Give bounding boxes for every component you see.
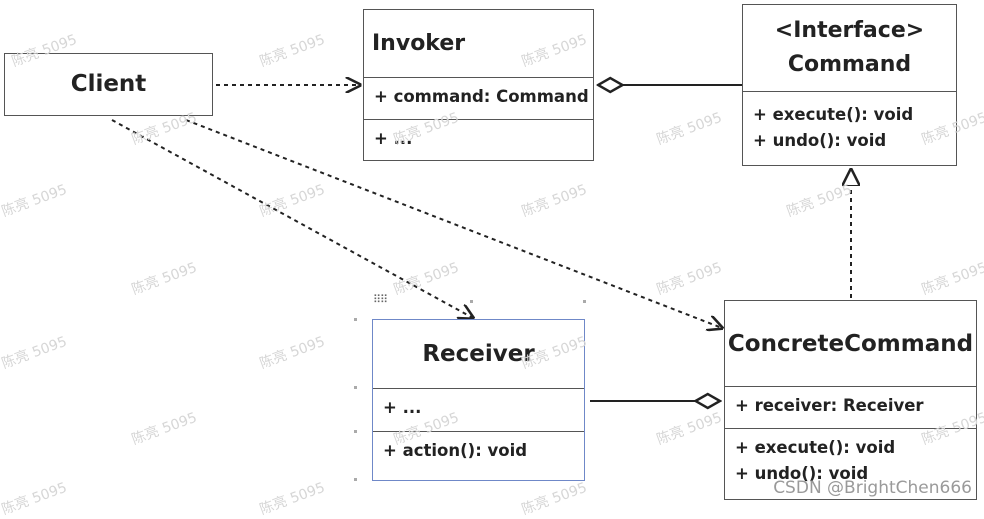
methods-section: + execute(): void + undo(): void xyxy=(743,91,956,160)
attribute: + receiver: Receiver xyxy=(735,396,924,415)
class-client[interactable]: Client xyxy=(4,53,213,116)
class-concrete-command[interactable]: ConcreteCommand + receiver: Receiver + e… xyxy=(724,300,977,500)
selection-handle[interactable] xyxy=(354,430,357,433)
methods-section: + action(): void xyxy=(373,431,584,470)
class-name: Client xyxy=(70,71,147,97)
selection-handle[interactable] xyxy=(470,300,473,303)
class-name: ConcreteCommand xyxy=(727,330,974,357)
class-receiver[interactable]: Receiver + ... + action(): void xyxy=(372,319,585,481)
method: + ... xyxy=(374,129,413,148)
class-command[interactable]: <Interface> Command + execute(): void + … xyxy=(742,4,957,166)
stereotype: <Interface> xyxy=(774,18,925,43)
selection-handle[interactable] xyxy=(354,478,357,481)
selection-handle[interactable] xyxy=(583,300,586,303)
class-header: <Interface> Command xyxy=(743,5,956,91)
attribute: + ... xyxy=(383,398,422,417)
method: + execute(): void xyxy=(735,438,896,457)
attribute: + command: Command xyxy=(374,87,589,106)
methods-section: + execute(): void + undo(): void xyxy=(725,428,976,493)
methods-section: + ... xyxy=(364,119,593,159)
attributes-section: + receiver: Receiver xyxy=(725,386,976,428)
class-name: Invoker xyxy=(372,31,466,56)
class-name: Receiver xyxy=(422,341,535,367)
drag-handle-icon[interactable]: ⠿⠿ xyxy=(373,293,388,306)
selection-handle[interactable] xyxy=(354,386,357,389)
class-invoker[interactable]: Invoker + command: Command + ... xyxy=(363,9,594,161)
credit-watermark: CSDN @BrightChen666 xyxy=(773,478,972,498)
attributes-section: + ... xyxy=(373,388,584,431)
method: + undo(): void xyxy=(735,464,869,483)
relationship-lines xyxy=(111,0,984,506)
method: + action(): void xyxy=(383,441,528,460)
method: + execute(): void xyxy=(753,105,914,124)
class-name: Command xyxy=(787,52,912,77)
attributes-section: + command: Command xyxy=(364,77,593,119)
method: + undo(): void xyxy=(753,131,887,150)
selection-handle[interactable] xyxy=(354,318,357,321)
